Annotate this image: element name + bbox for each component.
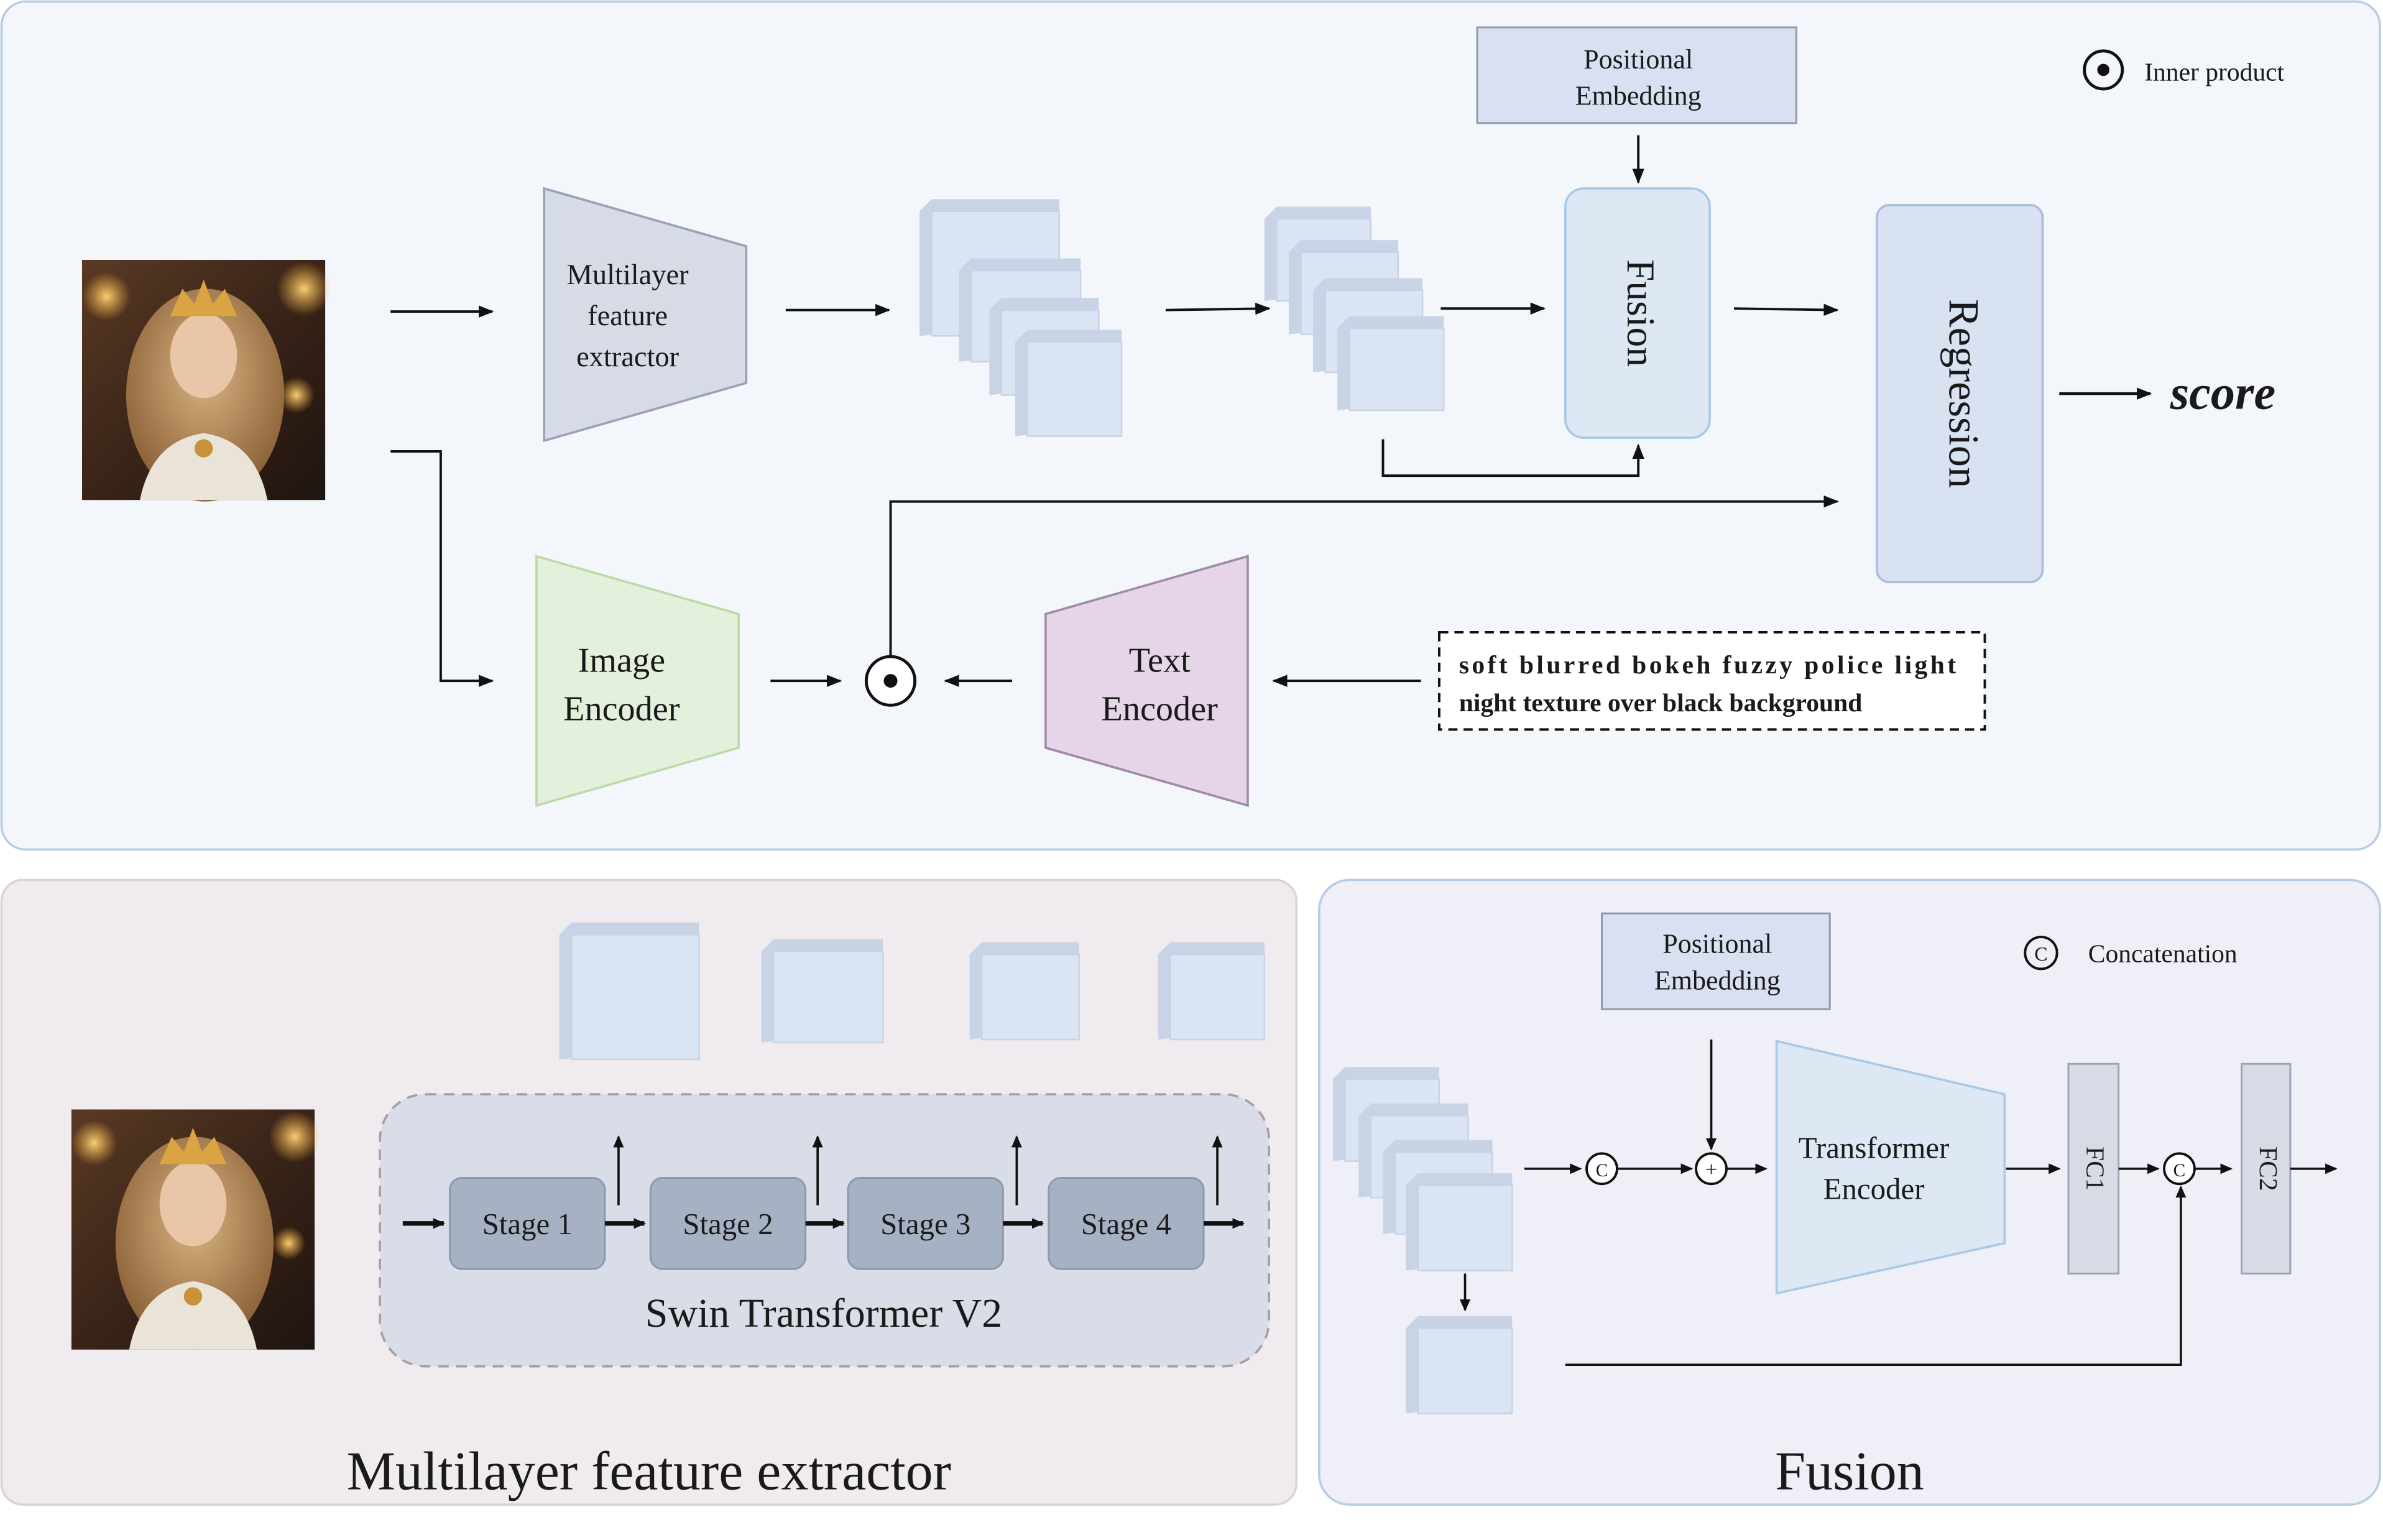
pooled-feature [1406, 1316, 1513, 1414]
multilayer-extractor-label-2: feature [588, 300, 668, 332]
swin-backbone-label: Swin Transformer V2 [645, 1291, 1003, 1336]
stage-4-label: Stage 4 [1081, 1207, 1171, 1241]
multilayer-extractor-block [543, 187, 748, 443]
regression-block [1876, 204, 2044, 584]
regression-block-label: Regression [1940, 299, 1987, 488]
feature-maps-group-1 [919, 199, 1123, 437]
arrow-features-to-tokens [1165, 302, 1271, 315]
arrow-similarity-to-regression [889, 495, 1839, 658]
concatenation-label: Concatenation [2088, 939, 2238, 967]
arrow-pooled-to-concat-2 [1565, 1185, 2187, 1366]
fusion-block-label: Fusion [1619, 259, 1663, 367]
stage-3-label: Stage 3 [880, 1207, 970, 1241]
arrow-image-to-image-encoder [390, 450, 494, 687]
multilayer-extractor-label-1: Multilayer [567, 259, 689, 291]
positional-embedding-top-label-2: Embedding [1575, 81, 1702, 111]
fusion-block [1564, 187, 1711, 439]
swin-backbone [379, 1093, 1270, 1368]
feature-maps-group-2 [1264, 206, 1445, 412]
positional-embedding-top [1476, 26, 1797, 124]
concat-operator-1-symbol: C [1596, 1161, 1608, 1181]
concatenation-legend: C Concatenation [2024, 936, 2238, 971]
add-operator-symbol: + [1705, 1158, 1717, 1181]
arrow-fusion-to-regression [1734, 303, 1839, 316]
positional-embedding-fusion [1601, 912, 1831, 1010]
concat-operator-2-symbol: C [2173, 1161, 2186, 1181]
score-label: score [2170, 366, 2275, 420]
transformer-encoder-label-2: Encoder [1823, 1172, 1925, 1206]
arrow-tokens-skip-to-fusion [1381, 439, 1644, 477]
image-encoder-label-2: Encoder [563, 690, 680, 729]
prompt-box [1437, 630, 1986, 731]
positional-embedding-fusion-label-2: Embedding [1654, 965, 1781, 995]
positional-embedding-fusion-label-1: Positional [1662, 929, 1772, 959]
multilayer-extractor-label-3: extractor [576, 341, 680, 373]
fc2-block [2241, 1063, 2292, 1275]
fc2-label: FC2 [2254, 1146, 2283, 1191]
transformer-encoder-label-1: Transformer [1799, 1131, 1950, 1165]
fusion-token-features [1332, 1067, 1513, 1271]
image-encoder-label-1: Image [578, 641, 665, 680]
input-image-bottom [71, 1109, 321, 1350]
fusion-panel-title: Fusion [1775, 1442, 1924, 1502]
text-encoder-block [1044, 555, 1249, 808]
stage-output-features [559, 922, 1266, 1061]
positional-embedding-top-label-1: Positional [1583, 44, 1693, 75]
text-encoder-label-1: Text [1129, 641, 1191, 680]
concatenation-icon-symbol: C [2034, 943, 2047, 965]
fc1-label: FC1 [2081, 1146, 2110, 1191]
prompt-line-2: night texture over black background [1459, 688, 1863, 717]
inner-product-legend: Inner product [2083, 49, 2285, 91]
stage-1-label: Stage 1 [482, 1207, 573, 1241]
prompt-line-1: soft blurred bokeh fuzzy police light [1459, 650, 1957, 679]
input-image-top [82, 260, 331, 502]
extractor-panel-title: Multilayer feature extractor [347, 1442, 951, 1502]
inner-product-label: Inner product [2144, 58, 2284, 86]
fc1-block [2067, 1063, 2120, 1275]
transformer-encoder-block [1775, 1040, 2006, 1295]
stage-2-label: Stage 2 [683, 1207, 773, 1241]
image-encoder-block [535, 555, 740, 808]
inner-product-icon [2083, 49, 2124, 91]
text-encoder-label-2: Encoder [1102, 690, 1219, 729]
concatenation-icon [2024, 936, 2058, 971]
